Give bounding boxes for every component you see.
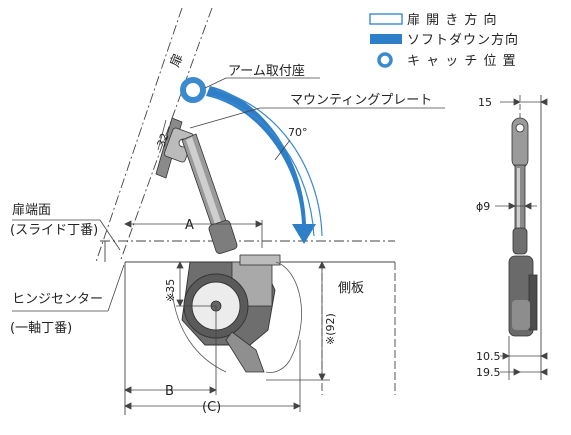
hinge-center-sub-label: (一軸丁番) <box>10 321 72 336</box>
dim-92 <box>266 261 330 381</box>
dim-c <box>124 340 301 412</box>
hinge-center-label: ヒンジセンター <box>12 292 103 307</box>
door-end-face-sub-label: (スライド丁番) <box>10 223 98 238</box>
legend: 扉 開 き 方 向 ソフトダウン方向 キ ャ ッ チ 位 置 <box>369 12 519 69</box>
dim-19-5-label: 19.5 <box>476 366 501 379</box>
angle-label: 70° <box>288 126 308 139</box>
angle-arc-tick <box>274 139 291 161</box>
dim-32-line <box>157 119 167 151</box>
soft-down-arrow <box>206 86 316 244</box>
side-panel-label: 側板 <box>338 281 364 296</box>
dim-92-label: ※(92) <box>324 313 337 345</box>
dim-15 <box>500 98 548 106</box>
dim-32: 32 <box>155 131 172 149</box>
dim-c-label: (C) <box>202 400 221 415</box>
dim-15-label: 15 <box>478 96 492 109</box>
side-view <box>508 95 542 380</box>
open-direction-arrow-inner <box>211 95 315 237</box>
legend-catch-position: キ ャ ッ チ 位 置 <box>407 54 517 69</box>
dim-a <box>124 220 263 248</box>
door-outline <box>95 7 213 263</box>
dim-phi9 <box>495 202 537 210</box>
open-direction-arrow <box>215 89 323 237</box>
door-label: 扉 <box>167 51 187 69</box>
dim-a-label: A <box>185 218 194 233</box>
dim-10-5 <box>500 336 548 380</box>
dim-10-5-label: 10.5 <box>476 350 501 363</box>
arm-mount-label: アーム取付座 <box>228 64 305 79</box>
dim-b <box>124 306 217 395</box>
stay-body <box>181 254 281 373</box>
swing-envelope <box>171 261 302 373</box>
soft-down-swatch <box>370 34 402 44</box>
arm-mount-leader <box>204 77 227 89</box>
catch-position-swatch <box>377 52 393 68</box>
dim-phi9-label: ϕ9 <box>476 200 490 213</box>
door-end-face-label: 扉端面 <box>12 202 51 218</box>
dim-35 <box>176 261 216 307</box>
legend-soft-down: ソフトダウン方向 <box>407 32 519 48</box>
dim-b-label: B <box>165 384 174 399</box>
stay-arm <box>181 133 238 255</box>
open-direction-swatch <box>369 13 403 25</box>
mounting-plate-label: マウンティングプレート <box>290 93 432 108</box>
mounting-plate-leader <box>189 107 261 129</box>
dim-19-5 <box>500 368 548 376</box>
dim-35-label: ※35 <box>164 279 177 302</box>
legend-open-direction: 扉 開 き 方 向 <box>407 12 498 28</box>
catch-position-marker <box>180 77 206 103</box>
